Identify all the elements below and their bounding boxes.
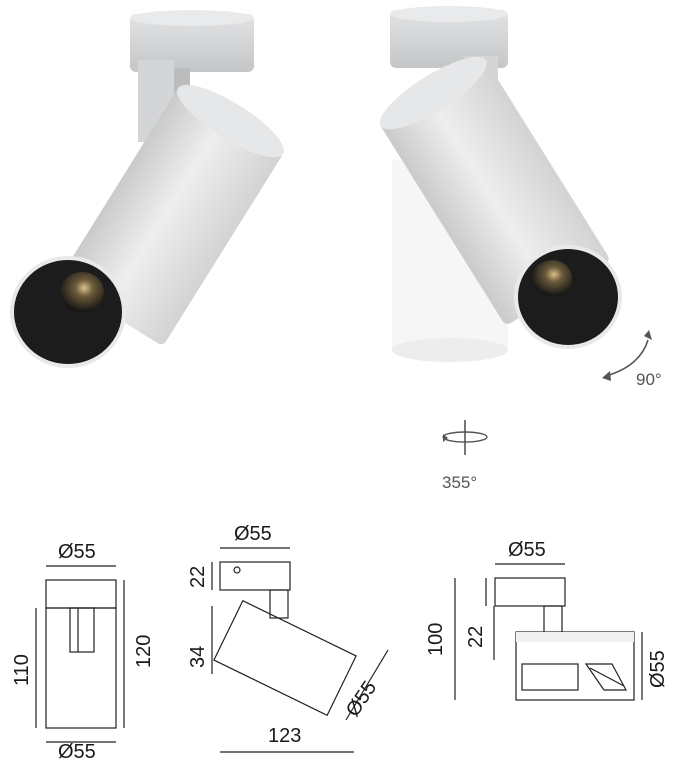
left-lens-opening — [10, 256, 126, 368]
right-lens-opening — [514, 245, 622, 349]
side-cap-height: 22 — [187, 566, 209, 588]
right-ceiling-cap — [390, 10, 508, 68]
front-top-diameter: Ø55 — [58, 541, 96, 563]
front-view-drawing — [35, 565, 125, 743]
pan-rotation-icon — [442, 420, 488, 455]
left-spotlight — [10, 10, 284, 368]
right-spotlight — [379, 6, 622, 362]
front-right-height: 120 — [133, 635, 155, 668]
top-view-total-height: 100 — [425, 623, 447, 656]
pan-angle-label: 355° — [442, 473, 477, 492]
side-top-diameter: Ø55 — [234, 523, 272, 545]
side-view-drawing — [211, 547, 389, 753]
front-bottom-diameter: Ø55 — [58, 741, 96, 760]
front-left-height: 110 — [11, 654, 33, 686]
left-ceiling-cap — [130, 14, 254, 72]
top-view-diameter: Ø55 — [508, 539, 546, 561]
side-length: 123 — [268, 725, 301, 747]
side-body-diameter: Ø55 — [342, 677, 381, 721]
side-arm-height: 34 — [187, 646, 209, 668]
tilt-arrow-icon — [602, 330, 652, 381]
tilt-angle-label: 90° — [636, 370, 662, 389]
top-view-cap-height: 22 — [465, 626, 487, 648]
top-view-body-diameter: Ø55 — [647, 650, 669, 688]
